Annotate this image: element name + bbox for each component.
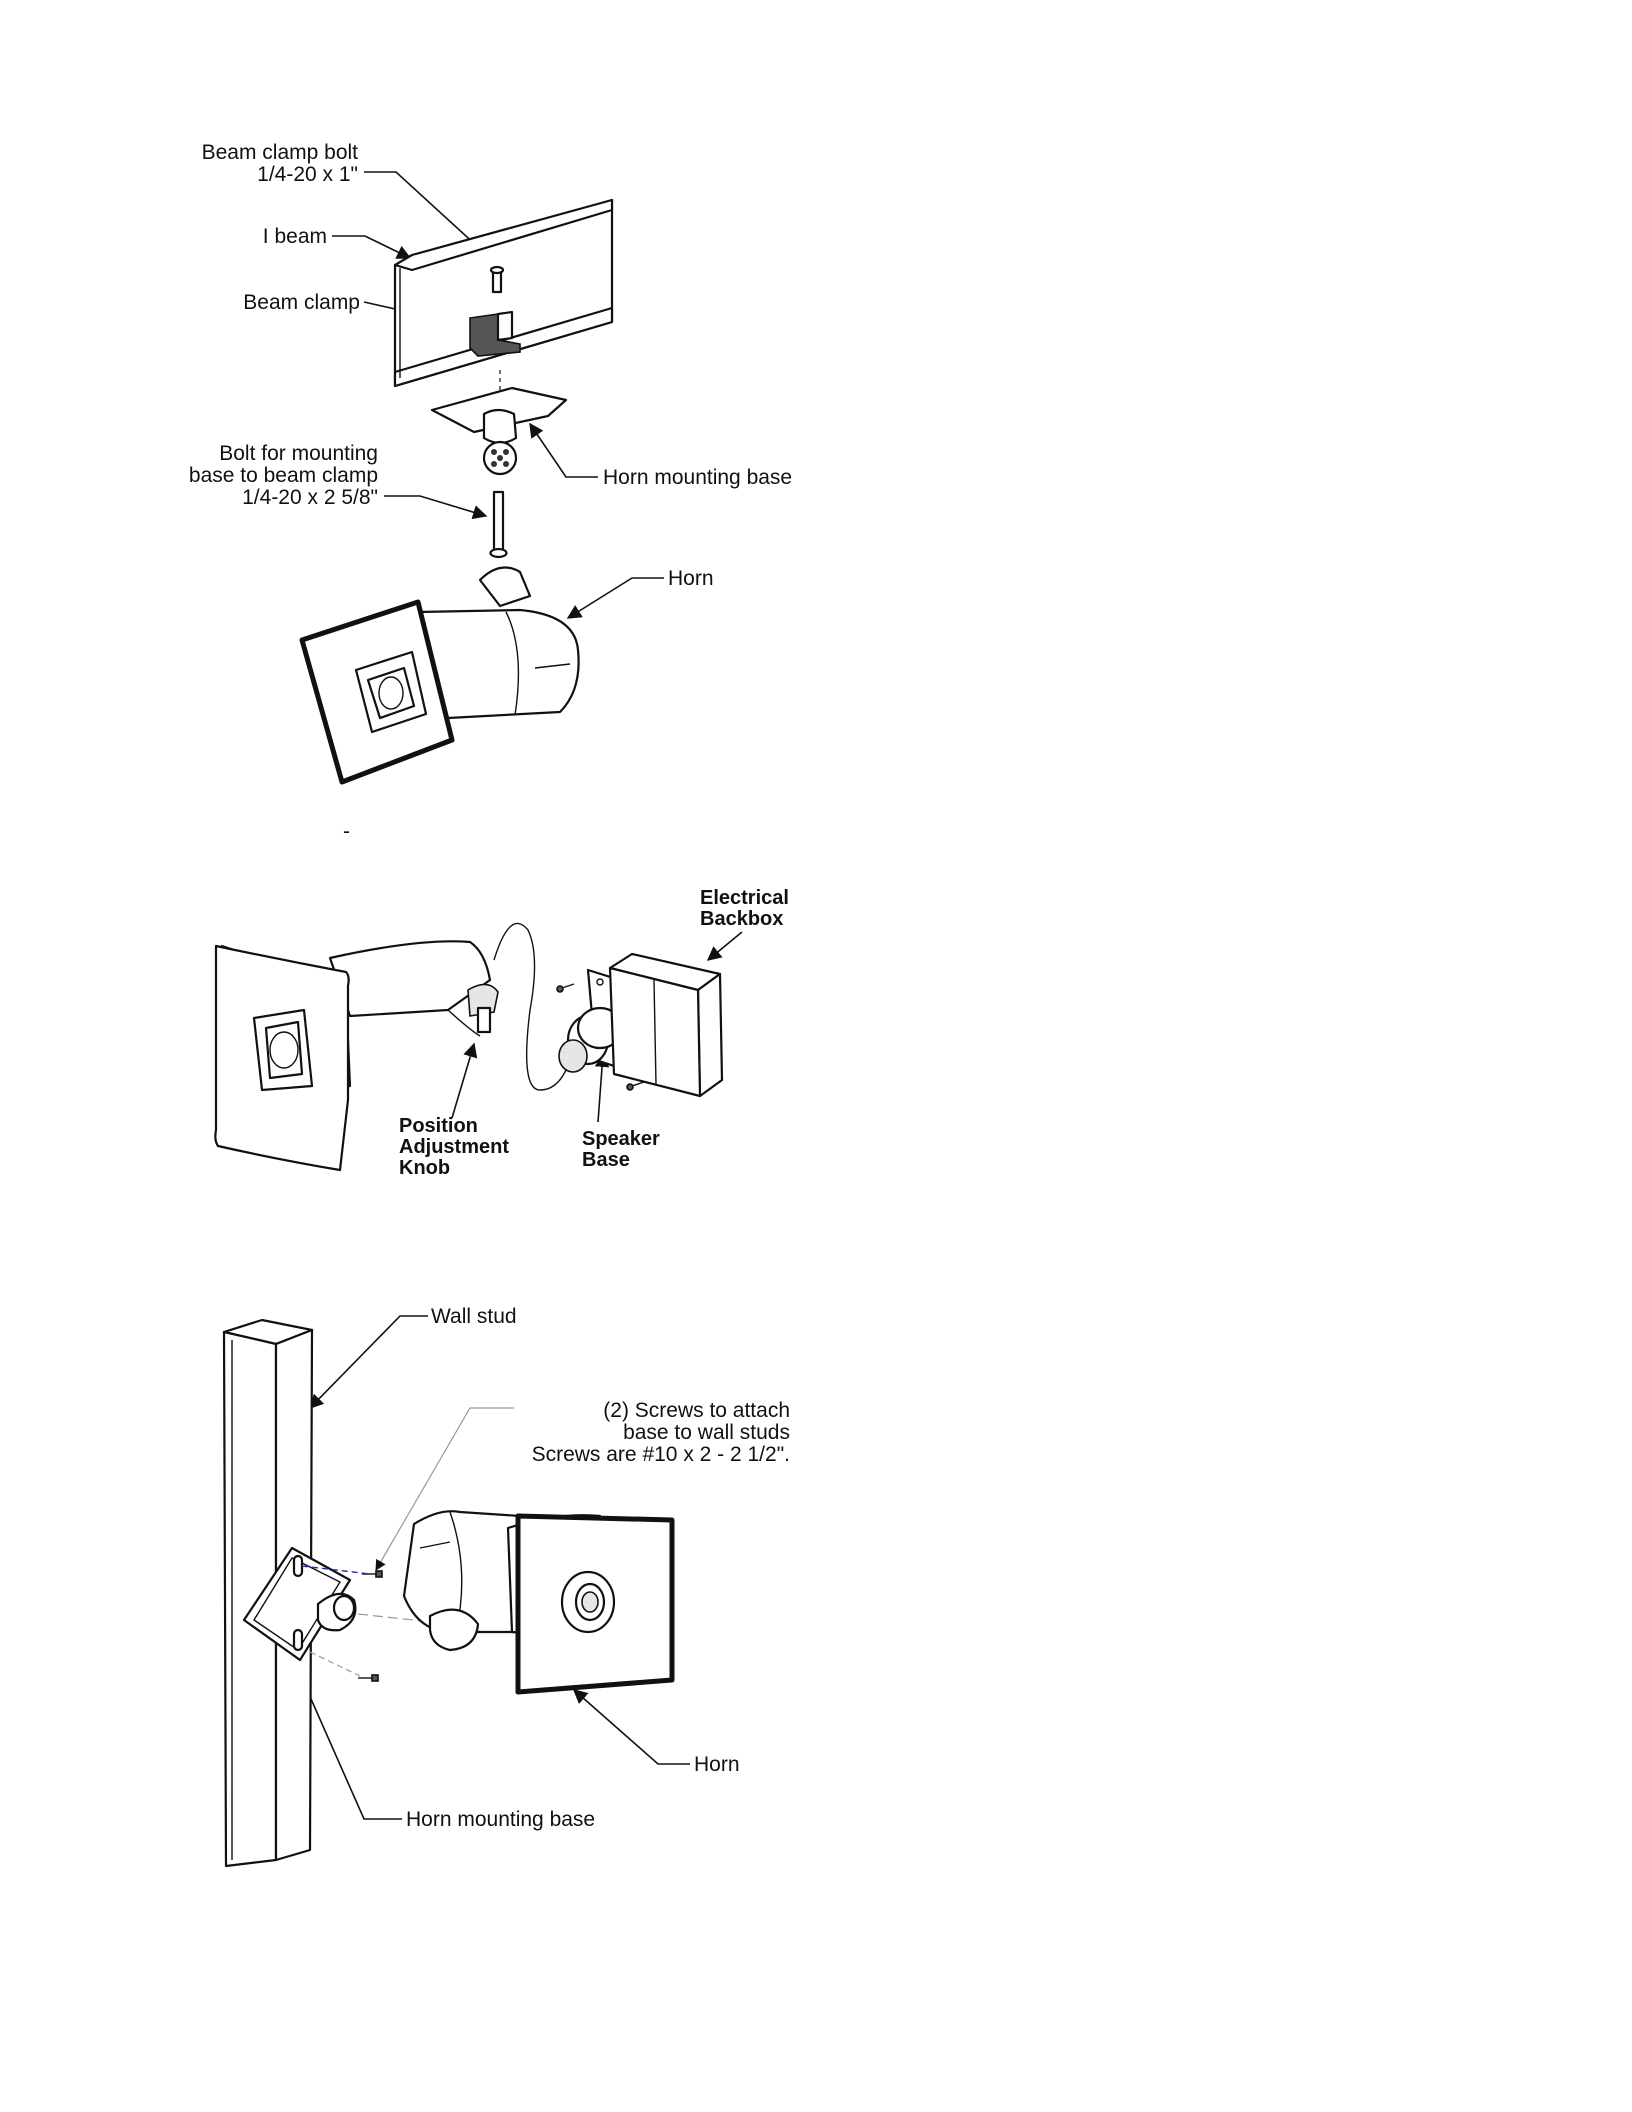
speaker-base-label-2: Base xyxy=(582,1149,630,1171)
beam-clamp-bolt-label: Beam clamp bolt xyxy=(202,141,359,164)
horn-leader xyxy=(568,578,664,618)
wall-stud-leader xyxy=(310,1316,428,1408)
horn-drawing xyxy=(302,568,579,783)
beam-clamp-drawing xyxy=(470,312,520,356)
mounting-bolt-size-label: 1/4-20 x 2 5/8" xyxy=(242,486,378,509)
i-beam-drawing xyxy=(395,200,612,386)
horn-mounting-base-drawing xyxy=(432,388,566,474)
screws-label: (2) Screws to attach xyxy=(603,1399,790,1422)
screws-label-2: base to wall studs xyxy=(623,1421,790,1444)
backbox-horn-drawing xyxy=(215,923,570,1170)
screws-size-label: Screws are #10 x 2 - 2 1/2". xyxy=(532,1443,790,1466)
wall-stud-label: Wall stud xyxy=(431,1305,517,1328)
backbox-leader xyxy=(708,932,742,960)
position-adjustment-knob-label-2: Adjustment xyxy=(399,1136,509,1158)
wall-base-leader xyxy=(300,1674,402,1819)
horn-label: Horn xyxy=(668,567,714,590)
knob-leader xyxy=(452,1044,474,1118)
backbox-mount-figure: Electrical Backbox Position Adjustment K… xyxy=(0,860,1632,1200)
speaker-base-label: Speaker xyxy=(582,1128,660,1150)
electrical-backbox-label-2: Backbox xyxy=(700,908,783,930)
beam-clamp-bolt-drawing xyxy=(491,267,503,292)
mounting-bolt-leader xyxy=(384,496,486,516)
electrical-backbox-drawing xyxy=(610,954,722,1096)
wall-horn-mounting-base-label: Horn mounting base xyxy=(406,1808,595,1831)
position-adjustment-knob-label: Position xyxy=(399,1115,478,1137)
i-beam-label: I beam xyxy=(263,225,327,248)
electrical-backbox-label: Electrical xyxy=(700,887,789,909)
beam-clamp-label: Beam clamp xyxy=(243,291,360,314)
position-adjustment-knob-label-3: Knob xyxy=(399,1157,450,1179)
i-beam-leader xyxy=(332,236,410,258)
wall-horn-label: Horn xyxy=(694,1753,740,1776)
beam-mount-figure: Beam clamp bolt 1/4-20 x 1" I beam Beam … xyxy=(0,0,1632,860)
mounting-bolt-label: Bolt for mounting xyxy=(219,442,378,465)
wall-mount-figure: Wall stud (2) Screws to attach base to w… xyxy=(0,1280,1632,1900)
horn-mounting-base-leader xyxy=(530,424,598,477)
mounting-bolt-drawing xyxy=(491,492,507,557)
wall-horn-drawing xyxy=(404,1511,672,1692)
beam-clamp-bolt-size-label: 1/4-20 x 1" xyxy=(257,163,358,186)
speaker-base-leader xyxy=(598,1054,603,1122)
mounting-bolt-label-2: base to beam clamp xyxy=(189,464,378,487)
wall-horn-leader xyxy=(574,1690,690,1764)
stray-mark: - xyxy=(343,820,350,843)
horn-mounting-base-label: Horn mounting base xyxy=(603,466,792,489)
